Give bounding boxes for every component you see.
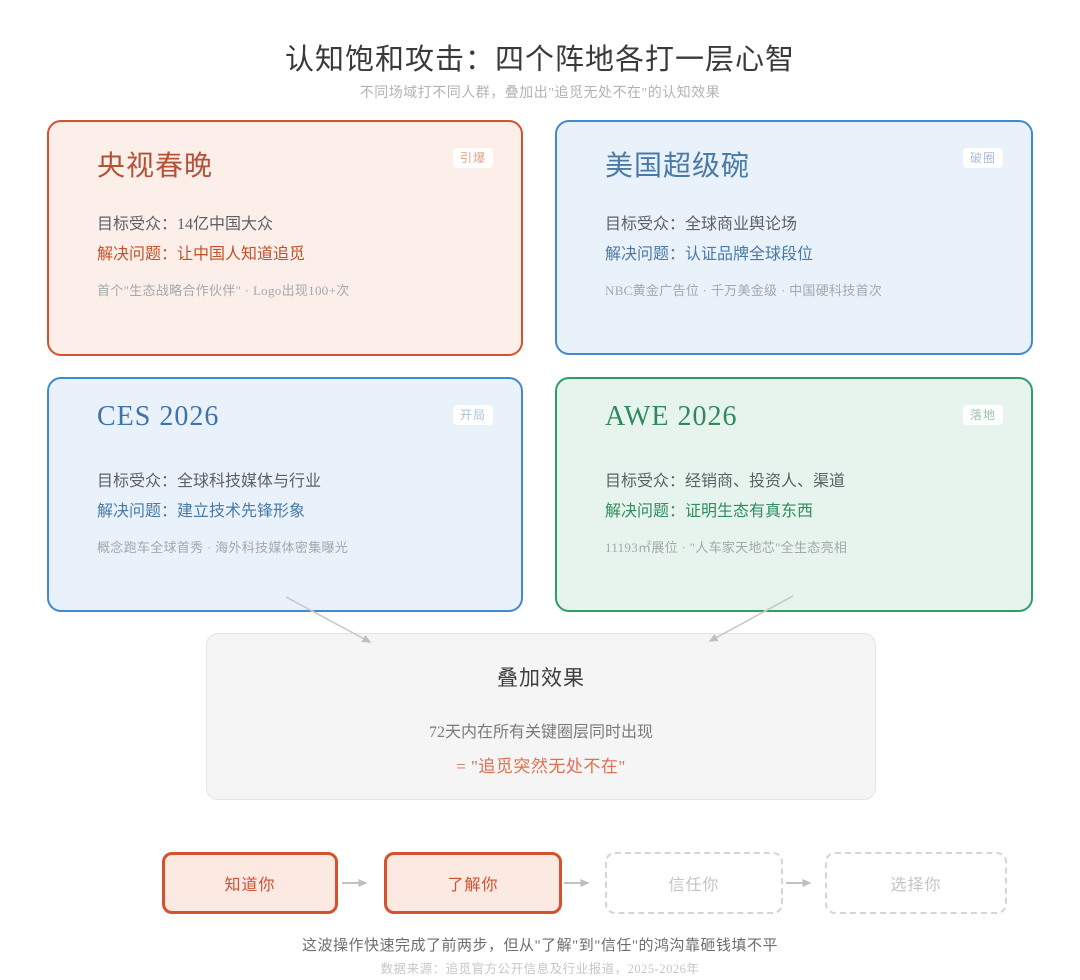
card-ces-2026: 开局 CES 2026 目标受众：全球科技媒体与行业 解决问题：建立技术先锋形象… [47,377,523,612]
summary-title: 叠加效果 [497,666,585,690]
funnel-step-choose-you: 选择你 [825,852,1007,914]
card-audience: 目标受众：14亿中国大众 [97,216,274,233]
card-audience: 目标受众：全球商业舆论场 [605,216,798,233]
funnel-step-trust-you: 信任你 [605,852,783,914]
card-title: CES 2026 [97,401,220,432]
data-source-note: 数据来源：追觅官方公开信息及行业报道，2025-2026年 [380,962,700,976]
funnel-step-understand-you: 了解你 [384,852,562,914]
card-super-bowl: 破圈 美国超级碗 目标受众：全球商业舆论场 解决问题：认证品牌全球段位 NBC黄… [555,120,1033,355]
footer-note: 这波操作快速完成了前两步，但从"了解"到"信任"的鸿沟靠砸钱填不平 [302,938,778,954]
card-problem: 解决问题：让中国人知道追觅 [97,246,306,263]
card-problem: 解决问题：证明生态有真东西 [605,503,814,520]
card-audience: 目标受众：经销商、投资人、渠道 [605,473,846,490]
card-title: 美国超级碗 [605,151,751,182]
stage-badge: 引爆 [452,148,493,169]
card-problem: 解决问题：建立技术先锋形象 [97,503,306,520]
funnel-step-know-you: 知道你 [162,852,338,914]
card-footnote: 11193㎡展位 · "人车家天地芯"全生态亮相 [605,540,848,555]
summary-line1: 72天内在所有关键圈层同时出现 [428,724,653,741]
summary-box: 叠加效果 72天内在所有关键圈层同时出现 = "追觅突然无处不在" [206,633,876,800]
stage-badge: 落地 [962,405,1003,426]
card-footnote: 首个"生态战略合作伙伴" · Logo出现100+次 [97,283,350,298]
card-title: 央视春晚 [97,151,214,182]
card-awe-2026: 落地 AWE 2026 目标受众：经销商、投资人、渠道 解决问题：证明生态有真东… [555,377,1033,612]
stage-badge: 开局 [452,405,493,426]
card-title: AWE 2026 [605,401,738,432]
summary-highlight: = "追觅突然无处不在" [456,757,626,776]
stage-badge: 破圈 [962,148,1003,169]
page-title: 认知饱和攻击：四个阵地各打一层心智 [284,44,795,76]
card-audience: 目标受众：全球科技媒体与行业 [97,473,322,490]
card-footnote: NBC黄金广告位 · 千万美金级 · 中国硬科技首次 [605,283,883,298]
page-subtitle: 不同场域打不同人群，叠加出"追觅无处不在"的认知效果 [359,86,721,101]
card-cctv-spring-gala: 引爆 央视春晚 目标受众：14亿中国大众 解决问题：让中国人知道追觅 首个"生态… [47,120,523,356]
card-problem: 解决问题：认证品牌全球段位 [605,246,814,263]
card-footnote: 概念跑车全球首秀 · 海外科技媒体密集曝光 [97,540,349,555]
